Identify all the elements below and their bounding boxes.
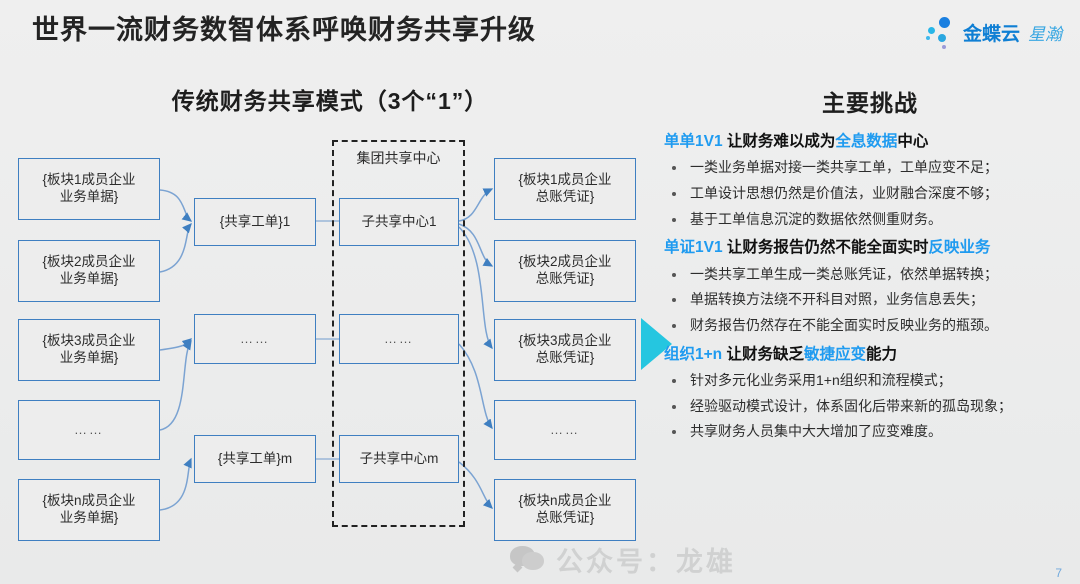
node-left-3-label: {板块3成员企业业务单据} (42, 333, 136, 365)
bullet-item: 单据转换方法绕不开科目对照，业务信息丢失； (664, 289, 1076, 311)
challenges-title: 主要挑战 (822, 90, 918, 116)
node-right-2[interactable]: {板块2成员企业总账凭证} (494, 240, 636, 302)
node-left-4[interactable]: …… (18, 400, 160, 460)
node-right-4-label: …… (550, 421, 580, 437)
node-right-5[interactable]: {板块n成员企业总账凭证} (494, 479, 636, 541)
bullet-item: 共享财务人员集中大大增加了应变难度。 (664, 421, 1076, 443)
challenge-block-3-bullets: 针对多元化业务采用1+n组织和流程模式； 经验驱动模式设计，体系固化后带来新的孤岛… (664, 370, 1076, 443)
bullet-item: 基于工单信息沉淀的数据依然侧重财务。 (664, 209, 1076, 231)
node-left-5[interactable]: {板块n成员企业业务单据} (18, 479, 160, 541)
challenge-block-3-heading-part-1: 组织1+n (664, 345, 723, 363)
challenge-block-3-heading-part-4: 能力 (865, 345, 897, 363)
challenge-block-3-heading: 组织1+n 让财务缺乏敏捷应变能力 (664, 343, 1076, 366)
node-right-3[interactable]: {板块3成员企业总账凭证} (494, 319, 636, 381)
node-right-5-label: {板块n成员企业总账凭证} (518, 493, 612, 525)
challenge-block-1-heading: 单单1V1 让财务难以成为全息数据中心 (664, 130, 1076, 153)
node-middle-1[interactable]: {共享工单}1 (194, 198, 316, 246)
node-right-1[interactable]: {板块1成员企业总账凭证} (494, 158, 636, 220)
challenge-block-1-heading-part-1: 单单1V1 (664, 133, 723, 150)
node-center-2-label: …… (384, 330, 414, 346)
bullet-item: 针对多元化业务采用1+n组织和流程模式； (664, 370, 1076, 392)
bullet-item: 一类共享工单生成一类总账凭证，依然单据转换； (664, 264, 1076, 286)
bullet-item: 工单设计思想仍然是价值法，业财融合深度不够； (664, 183, 1076, 205)
page-title: 世界一流财务数智体系呼唤财务共享升级 (32, 15, 536, 45)
challenge-block-1-bullets: 一类业务单据对接一类共享工单，工单应变不足； 工单设计思想仍然是价值法，业财融合深… (664, 157, 1076, 230)
bullet-item: 一类业务单据对接一类共享工单，工单应变不足； (664, 157, 1076, 179)
node-right-2-label: {板块2成员企业总账凭证} (518, 254, 612, 286)
node-right-4[interactable]: …… (494, 400, 636, 460)
challenge-block-1-heading-part-4: 中心 (897, 133, 929, 150)
challenge-block-1-heading-part-2: 让财务难以成为 (722, 133, 836, 150)
challenge-block-1: 单单1V1 让财务难以成为全息数据中心一类业务单据对接一类共享工单，工单应变不足… (664, 130, 1076, 230)
challenge-block-2: 单证1V1 让财务报告仍然不能全面实时反映业务一类共享工单生成一类总账凭证，依然… (664, 236, 1076, 336)
node-middle-3[interactable]: {共享工单}m (194, 435, 316, 483)
challenges-panel: 单单1V1 让财务难以成为全息数据中心一类业务单据对接一类共享工单，工单应变不足… (664, 130, 1076, 449)
bullet-item: 经验驱动模式设计，体系固化后带来新的孤岛现象； (664, 396, 1076, 418)
node-center-2[interactable]: …… (339, 314, 459, 364)
node-middle-3-label: {共享工单}m (217, 450, 293, 466)
shared-service-diagram: 集团共享中心 {板块1成员企业业务单据} {板块2成员企业业务单据} {板块3成… (18, 140, 636, 541)
challenge-block-2-heading-part-2: 让财务报告仍然不能全面实时 (722, 239, 929, 257)
node-middle-2-label: …… (240, 330, 270, 346)
challenge-block-2-heading-part-3: 反映业务 (928, 239, 991, 257)
challenge-block-1-heading-part-3: 全息数据 (835, 133, 898, 150)
node-center-3-label: 子共享中心m (359, 450, 439, 466)
node-right-1-label: {板块1成员企业总账凭证} (518, 172, 612, 204)
node-left-1[interactable]: {板块1成员企业业务单据} (18, 158, 160, 220)
logo-primary-text: 金蝶云 (962, 23, 1020, 45)
challenge-block-2-bullets: 一类共享工单生成一类总账凭证，依然单据转换； 单据转换方法绕不开科目对照，业务信息… (664, 264, 1076, 337)
node-right-3-label: {板块3成员企业总账凭证} (518, 333, 612, 365)
kingdee-dots-logo-icon (925, 13, 957, 51)
node-left-4-label: …… (74, 421, 104, 437)
challenge-block-3-heading-part-2: 让财务缺乏 (722, 345, 804, 363)
logo-secondary-text: 星瀚 (1028, 24, 1062, 44)
node-middle-1-label: {共享工单}1 (219, 213, 291, 229)
node-middle-2[interactable]: …… (194, 314, 316, 364)
node-center-3[interactable]: 子共享中心m (339, 435, 459, 483)
group-shared-center-container (332, 140, 465, 527)
bullet-item: 财务报告仍然存在不能全面实时反映业务的瓶颈。 (664, 315, 1076, 337)
transition-arrow-icon (641, 318, 672, 370)
brand-logo: 金蝶云 星瀚 (925, 12, 1062, 52)
challenge-block-3: 组织1+n 让财务缺乏敏捷应变能力针对多元化业务采用1+n组织和流程模式；经验驱… (664, 343, 1076, 443)
node-left-2[interactable]: {板块2成员企业业务单据} (18, 240, 160, 302)
diagram-title: 传统财务共享模式（3个“1”） (171, 88, 489, 114)
page-number: 7 (1055, 566, 1062, 580)
challenge-block-3-heading-part-3: 敏捷应变 (803, 345, 866, 363)
node-left-3[interactable]: {板块3成员企业业务单据} (18, 319, 160, 381)
node-left-5-label: {板块n成员企业业务单据} (42, 493, 136, 525)
node-left-1-label: {板块1成员企业业务单据} (42, 172, 136, 204)
node-center-1[interactable]: 子共享中心1 (339, 198, 459, 246)
challenge-block-2-heading-part-1: 单证1V1 (664, 239, 723, 257)
node-center-1-label: 子共享中心1 (361, 213, 437, 229)
challenge-block-2-heading: 单证1V1 让财务报告仍然不能全面实时反映业务 (664, 236, 1076, 259)
group-shared-center-label: 集团共享中心 (356, 150, 441, 166)
node-left-2-label: {板块2成员企业业务单据} (42, 254, 136, 286)
